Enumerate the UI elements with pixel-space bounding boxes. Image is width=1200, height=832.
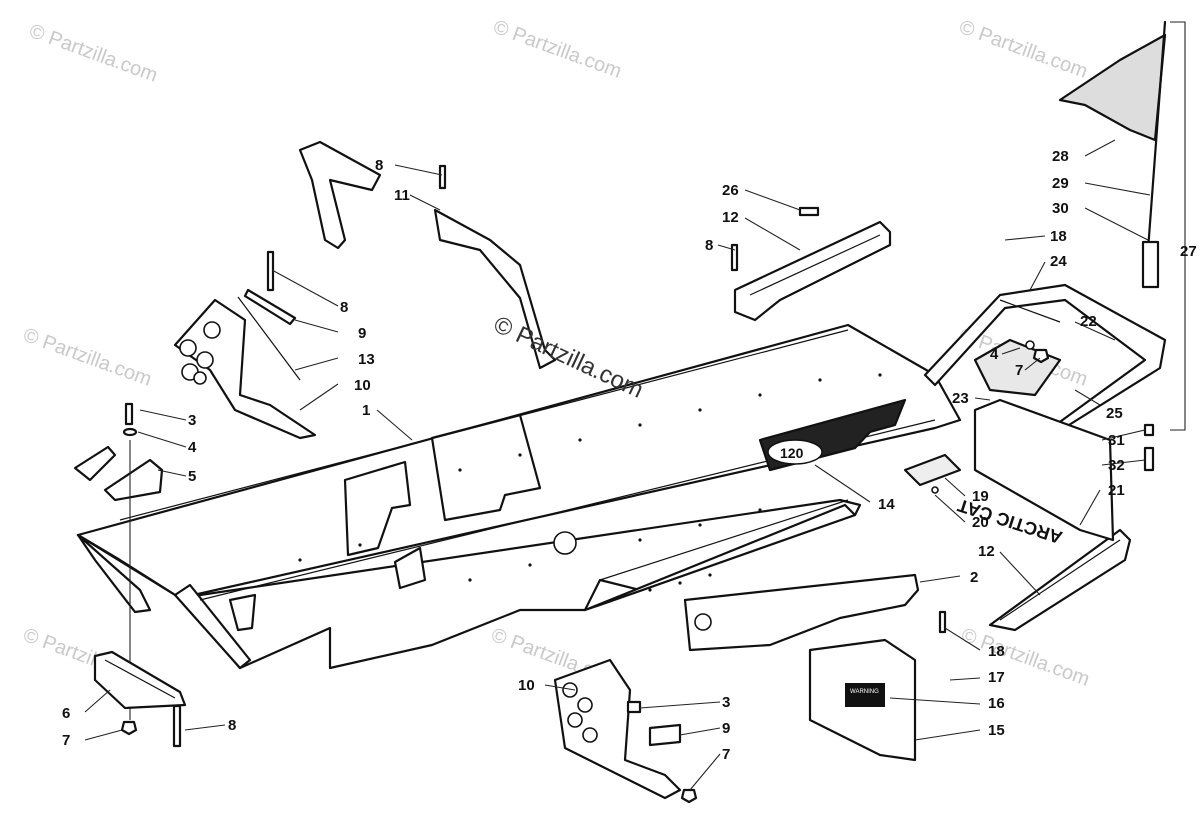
callout-23: 23 [952,390,969,407]
flag-assembly [1058,20,1167,472]
callout-18: 18 [988,643,1005,660]
callout-8: 8 [340,299,348,316]
callout-8: 8 [705,237,713,254]
callout-6: 6 [62,705,70,722]
callout-22: 22 [1080,313,1097,330]
callout-21: 21 [1108,482,1125,499]
callout-8: 8 [375,157,383,174]
callout-25: 25 [1106,405,1123,422]
callout-30: 30 [1052,200,1069,217]
callout-5: 5 [188,468,196,485]
callout-14: 14 [878,496,895,513]
callout-28: 28 [1052,148,1069,165]
callout-labels: 1 2 3 4 5 6 7 8 8 9 13 10 8 11 26 12 8 1… [62,148,1197,763]
lower-gusset [553,658,698,804]
watermark: © Partzilla.com [20,324,154,391]
callout-4: 4 [188,439,197,456]
left-gusset [173,250,317,440]
warning-sticker: WARNING [850,689,879,695]
callout-3: 3 [188,412,196,429]
center-watermark: © Partzilla.com [489,311,647,404]
callout-15: 15 [988,722,1005,739]
callout-18: 18 [1050,228,1067,245]
callout-7: 7 [1015,362,1023,379]
leader-lines [84,21,1186,791]
callout-17: 17 [988,669,1005,686]
callout-19: 19 [972,488,989,505]
callout-8: 8 [228,717,236,734]
callout-26: 26 [722,182,739,199]
callout-12: 12 [722,209,739,226]
callout-31: 31 [1108,432,1125,449]
callout-29: 29 [1052,175,1069,192]
heat-shield-cover: WARNING [808,638,917,762]
callout-27: 27 [1180,243,1197,260]
callout-10: 10 [354,377,371,394]
callout-10: 10 [518,677,535,694]
callout-16: 16 [988,695,1005,712]
callout-12: 12 [978,543,995,560]
front-bracket-assembly [73,402,187,748]
callout-13: 13 [358,351,375,368]
callout-11: 11 [394,187,410,204]
running-board-upper [730,206,892,322]
callout-2: 2 [970,569,978,586]
callout-4: 4 [990,346,999,363]
watermark: © Partzilla.com [26,20,160,87]
watermark: © Partzilla.com [958,624,1092,691]
hitch-handle [298,140,557,370]
tunnel-chassis: 120 [76,323,962,670]
callout-24: 24 [1050,253,1067,270]
callout-7: 7 [722,746,730,763]
tunnel-badge-text: 120 [780,445,804,461]
callout-32: 32 [1108,457,1125,474]
callout-1: 1 [362,402,370,419]
watermark: © Partzilla.com [956,16,1090,83]
running-board-lower [988,528,1132,632]
callout-7: 7 [62,732,70,749]
callout-9: 9 [722,720,730,737]
callout-20: 20 [972,514,989,531]
rear-lower-bracket [583,503,947,652]
reflector [903,453,962,494]
callout-9: 9 [358,325,366,342]
watermark: © Partzilla.com [490,16,624,83]
callout-3: 3 [722,694,730,711]
